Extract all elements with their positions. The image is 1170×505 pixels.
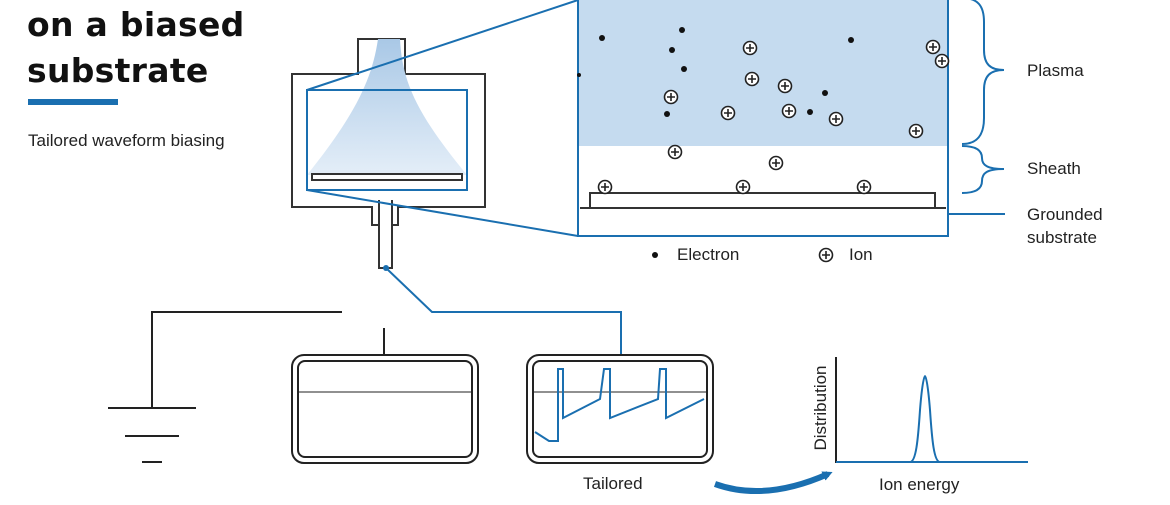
- title-underline: [28, 99, 118, 105]
- legend-ion-icon: [818, 247, 834, 263]
- electron: [669, 47, 675, 53]
- ion: [597, 179, 613, 195]
- page-title: on a biased substrate: [27, 2, 245, 94]
- chamber-zoom-region: [306, 89, 468, 191]
- ion: [744, 71, 760, 87]
- ions: [597, 39, 950, 195]
- tailored-waveform-trace: [534, 368, 705, 442]
- electron: [599, 35, 605, 41]
- ion: [925, 39, 941, 55]
- bias-connection-dot: [383, 265, 389, 271]
- legend-ion-label: Ion: [849, 245, 873, 264]
- grounded-substrate-label-line2: substrate: [1027, 228, 1097, 247]
- electron: [822, 90, 828, 96]
- ground-symbol: [108, 311, 342, 463]
- grounded-substrate-label-line1: Grounded: [1027, 205, 1103, 224]
- ion: [934, 53, 950, 69]
- electron: [664, 111, 670, 117]
- ion: [908, 123, 924, 139]
- ion: [828, 111, 844, 127]
- y-axis-label: Distribution: [811, 365, 830, 450]
- zoom-line-bottom: [306, 189, 579, 237]
- electron: [681, 66, 687, 72]
- electron: [807, 109, 813, 115]
- result-arrow: [713, 471, 833, 495]
- ion: [663, 89, 679, 105]
- sheath-label: Sheath: [1027, 159, 1081, 178]
- electrons: [577, 27, 854, 117]
- ion: [667, 144, 683, 160]
- zoom-box: [577, 0, 949, 237]
- legend-electron-label: Electron: [677, 245, 740, 264]
- ion-energy-distribution-plot: Distribution: [811, 357, 1028, 463]
- ion: [735, 179, 751, 195]
- ion: [777, 78, 793, 94]
- plasma-chamber: [291, 38, 486, 269]
- x-axis-label: Ion energy: [879, 475, 960, 494]
- ion: [856, 179, 872, 195]
- legend-electron-icon: [652, 252, 658, 258]
- electron: [577, 73, 581, 77]
- electron: [679, 27, 685, 33]
- zoom-substrate: [589, 192, 936, 209]
- sheath-brace: [961, 145, 1005, 194]
- ion: [720, 105, 736, 121]
- subtitle: Tailored waveform biasing: [28, 131, 225, 150]
- tailored-waveform-generator: [526, 354, 714, 464]
- chamber-substrate: [311, 173, 463, 181]
- plasma-label: Plasma: [1027, 61, 1084, 80]
- standard-bias-generator: [291, 328, 479, 464]
- ion: [768, 155, 784, 171]
- title-line-2: substrate: [27, 51, 209, 90]
- waveform-label: Tailored: [583, 474, 643, 493]
- distribution-peak: [838, 374, 1026, 463]
- electron: [848, 37, 854, 43]
- zoom-box-border: [577, 0, 949, 237]
- bias-connection-line: [385, 267, 622, 355]
- plasma-plume: [307, 39, 467, 175]
- plasma-region: [578, 0, 948, 146]
- title-line-1: on a biased: [27, 5, 245, 44]
- zoom-line-top: [306, 0, 579, 91]
- ion: [781, 103, 797, 119]
- plasma-brace: [961, 0, 1005, 145]
- ion: [742, 40, 758, 56]
